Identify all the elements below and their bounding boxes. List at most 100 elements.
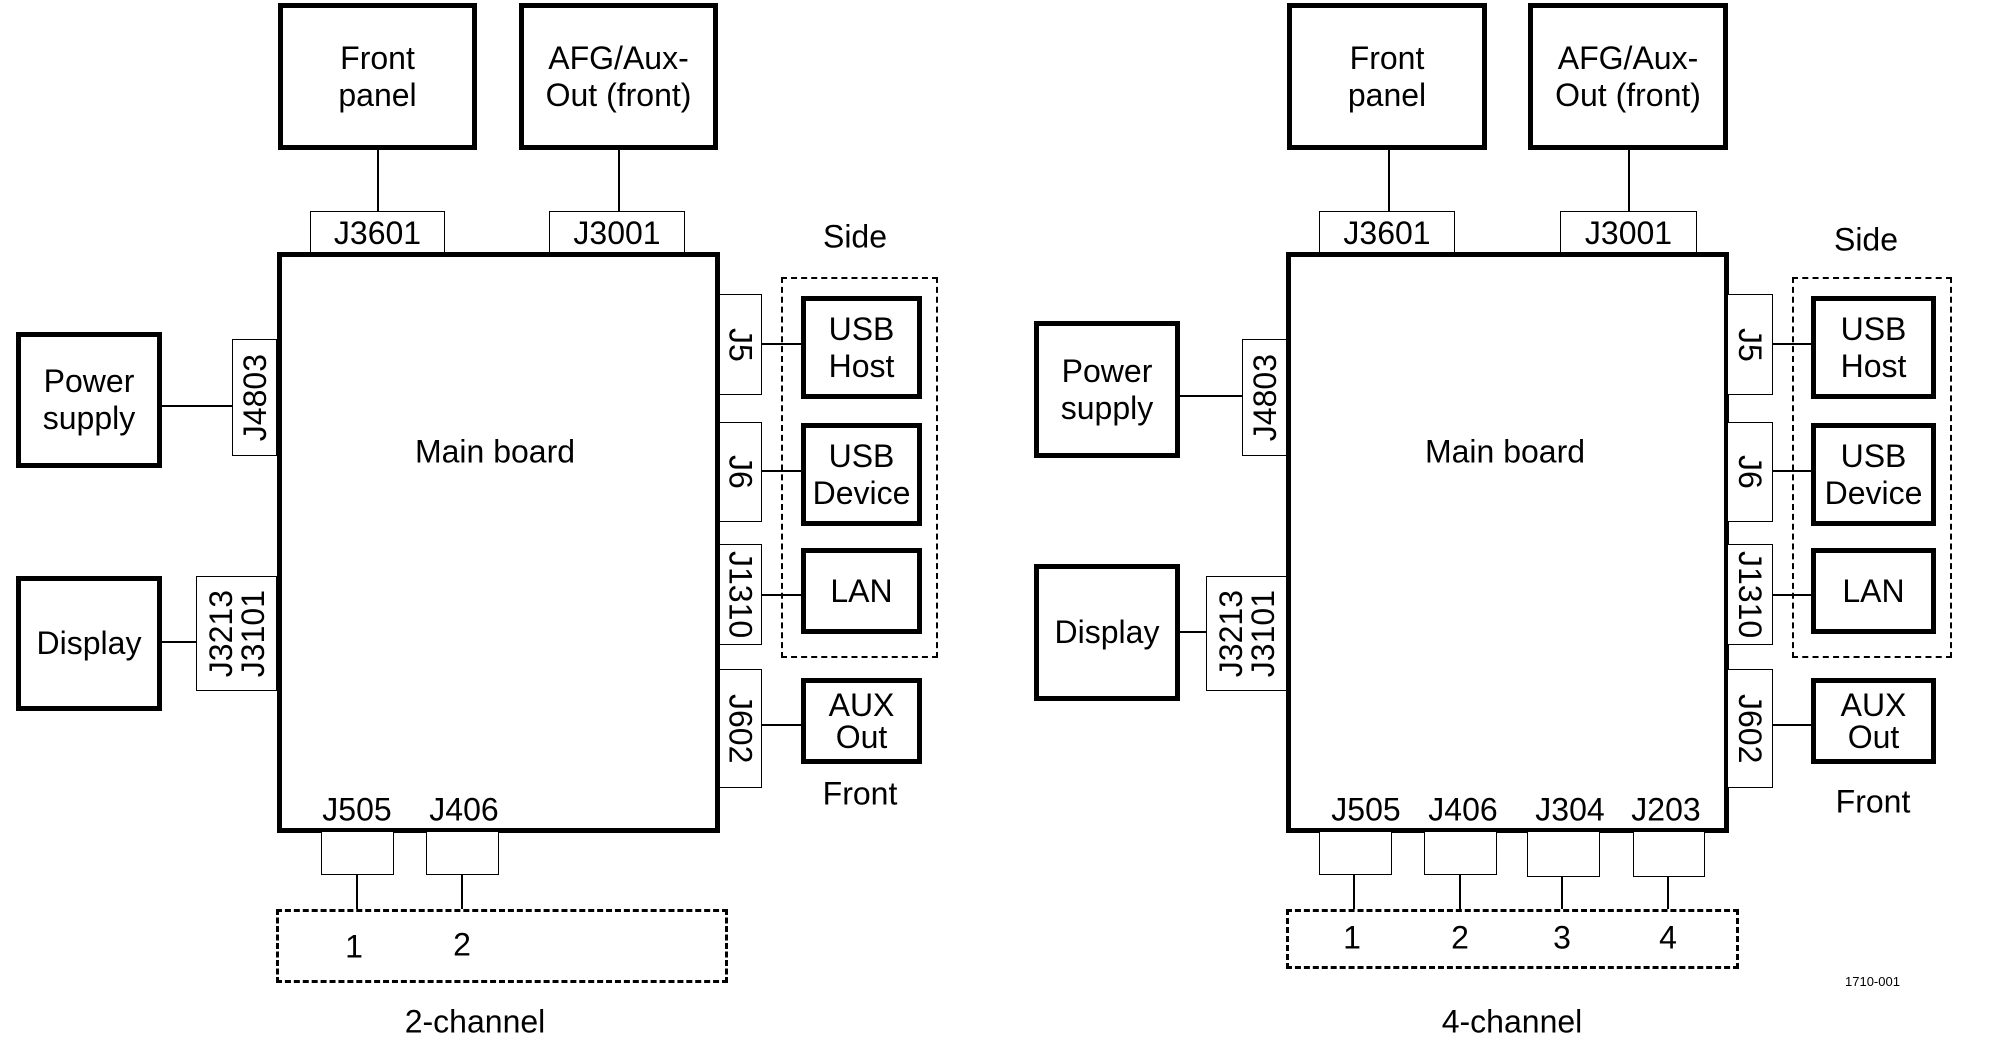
usb-device-link (1773, 470, 1812, 472)
channel-2-link (461, 875, 463, 909)
channel-4-label: 4 (1659, 919, 1677, 956)
connector-j304 (1527, 831, 1600, 877)
connector-j3213-label: J3213 (202, 589, 239, 678)
front-panel-link (377, 150, 379, 212)
power-supply-link (1180, 395, 1242, 397)
connector-j406 (1424, 831, 1497, 875)
channel-4-link (1667, 877, 1669, 909)
connector-j505 (321, 831, 394, 875)
power-supply-box: Power supply (1034, 321, 1180, 458)
side-group-outline (781, 277, 938, 658)
aux-out-box: AUX Out (801, 678, 922, 764)
aux-out-box: AUX Out (1811, 678, 1936, 764)
connector-j6-label: J6 (722, 455, 759, 489)
display-link (1180, 631, 1206, 633)
main-board-label: Main board (1424, 433, 1586, 470)
display-box: Display (16, 576, 162, 711)
connector-j406 (426, 831, 499, 875)
connector-j3001: J3001 (549, 211, 685, 255)
connector-j1310-label: J1310 (1732, 550, 1768, 639)
connector-j203-label: J203 (1631, 791, 1701, 828)
connector-j505 (1319, 831, 1392, 875)
display-link (162, 641, 196, 643)
connector-j3601: J3601 (1319, 211, 1455, 255)
diagram-caption: 2-channel (404, 1003, 546, 1040)
afg-aux-out-box: AFG/Aux- Out (front) (519, 3, 718, 150)
connector-j3213-j3101: J3213 J3101 (1206, 576, 1287, 691)
usb-host-box: USB Host (1811, 296, 1936, 399)
channel-1-label: 1 (345, 928, 363, 965)
connector-j5-label: J5 (1732, 327, 1768, 362)
connector-j6: J6 (719, 422, 762, 522)
connector-j4803-label: J4803 (236, 353, 273, 442)
afg-aux-out-box: AFG/Aux- Out (front) (1528, 3, 1728, 150)
connector-j602: J602 (719, 669, 762, 788)
connector-j1310: J1310 (719, 544, 762, 645)
usb-host-link (762, 343, 802, 345)
connector-j304-label: J304 (1535, 791, 1605, 828)
front-panel-box: Front panel (278, 3, 477, 150)
channel-3-label: 3 (1553, 919, 1571, 956)
main-board (1286, 252, 1729, 833)
connector-j3001: J3001 (1560, 211, 1697, 255)
connector-j5: J5 (1727, 294, 1773, 395)
channel-2-label: 2 (453, 926, 471, 963)
connector-j406-label: J406 (1428, 791, 1498, 828)
channel-1-link (356, 875, 358, 909)
usb-host-box: USB Host (801, 296, 922, 399)
usb-device-box: USB Device (1811, 423, 1936, 526)
connector-j1310: J1310 (1727, 544, 1773, 645)
afg-link (618, 150, 620, 212)
connector-j3213-label: J3213 (1212, 589, 1249, 678)
channel-3-link (1561, 877, 1563, 909)
usb-device-link (762, 470, 802, 472)
connector-j406-label: J406 (429, 791, 499, 828)
connector-j1310-label: J1310 (722, 550, 759, 639)
connector-j203 (1633, 831, 1705, 877)
connector-j4803-label: J4803 (1246, 353, 1283, 442)
connector-j5-label: J5 (722, 327, 759, 362)
main-board (277, 252, 720, 833)
usb-device-box: USB Device (801, 423, 922, 526)
front-panel-link (1388, 150, 1390, 212)
front-group-label: Front (1835, 783, 1911, 820)
connector-j3213-j3101: J3213 J3101 (196, 576, 277, 691)
connector-j505-label: J505 (322, 791, 392, 828)
main-board-label: Main board (414, 433, 576, 470)
lan-link (762, 594, 802, 596)
channel-1-label: 1 (1343, 919, 1361, 956)
connector-j4803: J4803 (232, 339, 277, 456)
afg-link (1628, 150, 1630, 212)
channel-inputs-outline (1286, 909, 1739, 969)
aux-out-link (762, 724, 802, 726)
front-panel-box: Front panel (1287, 3, 1487, 150)
channel-2-link (1459, 875, 1461, 909)
figure-id: 1710-001 (1845, 974, 1900, 989)
aux-out-link (1773, 724, 1812, 726)
connector-j4803: J4803 (1242, 339, 1287, 456)
channel-1-link (1353, 875, 1355, 909)
channel-inputs-outline (276, 909, 728, 983)
connector-j3101-label: J3101 (234, 589, 271, 678)
diagram-caption: 4-channel (1441, 1003, 1583, 1040)
connector-j602-label: J602 (722, 693, 759, 764)
connector-j6-label: J6 (1732, 455, 1768, 489)
front-group-label: Front (822, 775, 898, 812)
connector-j505-label: J505 (1331, 791, 1401, 828)
usb-host-link (1773, 343, 1812, 345)
channel-2-label: 2 (1451, 919, 1469, 956)
power-supply-link (162, 405, 232, 407)
connector-j3601: J3601 (310, 211, 445, 255)
connector-j602-label: J602 (1732, 693, 1768, 764)
connector-j3101-label: J3101 (1244, 589, 1281, 678)
connector-j6: J6 (1727, 422, 1773, 522)
side-group-label: Side (1833, 221, 1899, 258)
power-supply-box: Power supply (16, 332, 162, 468)
display-box: Display (1034, 564, 1180, 701)
side-group-label: Side (822, 218, 888, 255)
connector-j602: J602 (1727, 669, 1773, 788)
side-group-outline (1792, 277, 1952, 658)
lan-box: LAN (801, 548, 922, 634)
connector-j5: J5 (719, 294, 762, 395)
lan-box: LAN (1811, 548, 1936, 634)
